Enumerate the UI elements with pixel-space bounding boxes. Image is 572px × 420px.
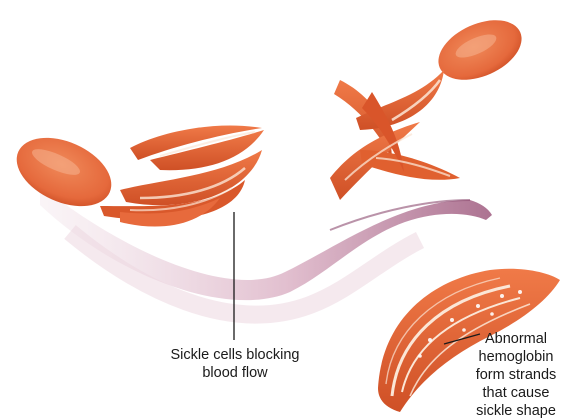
sickle-label-line-2: blood flow	[160, 364, 310, 382]
sickle-cell-cluster-left	[100, 125, 264, 226]
blood-vessel	[40, 185, 492, 315]
hemo-label-line-5: sickle shape	[462, 402, 570, 420]
abnormal-hemoglobin-label: Abnormal hemoglobin form strands that ca…	[462, 330, 570, 420]
hemo-label-line-3: form strands	[462, 366, 570, 384]
sickle-label-line-1: Sickle cells blocking	[160, 346, 310, 364]
hemo-label-line-4: that cause	[462, 384, 570, 402]
hemo-label-line-1: Abnormal	[462, 330, 570, 348]
sickle-cell-cluster-top	[330, 70, 460, 200]
red-blood-cell-top	[429, 8, 531, 91]
sickle-cells-blocking-label: Sickle cells blocking blood flow	[160, 346, 310, 382]
hemo-label-line-2: hemoglobin	[462, 348, 570, 366]
